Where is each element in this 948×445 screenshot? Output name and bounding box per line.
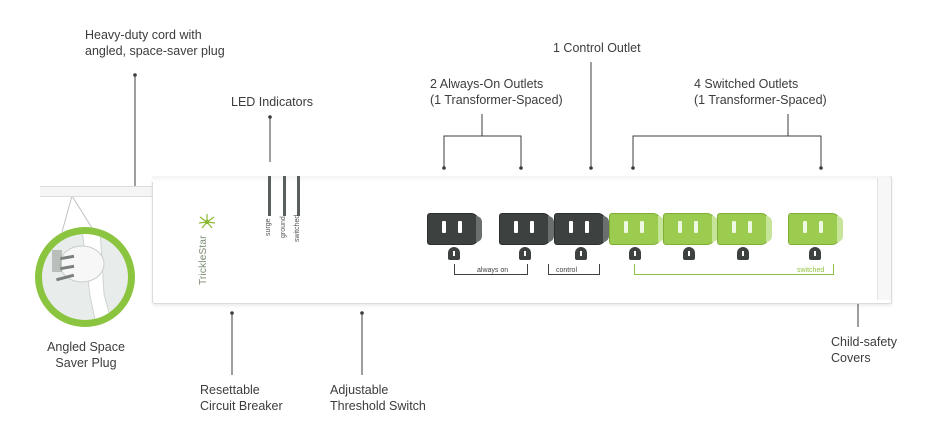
always-on-callout: 2 Always-On Outlets (1 Transformer-Space…: [430, 76, 563, 108]
power-cord: [40, 186, 153, 197]
switched-outlet-3: [717, 213, 772, 245]
ground-hole-icon: [737, 247, 749, 260]
ground-hole-icon: [809, 247, 821, 260]
always-on-group-bracket: [454, 264, 528, 275]
switched-outlet-4: [788, 213, 843, 245]
control-callout: 1 Control Outlet: [553, 40, 641, 56]
threshold-callout-line1: Adjustable: [330, 383, 389, 397]
switched-outlet-1: [609, 213, 664, 245]
led-surge: [268, 176, 271, 216]
ground-hole-icon: [448, 247, 460, 260]
plug-zoom-image: [42, 234, 128, 320]
threshold-callout: Adjustable Threshold Switch: [330, 382, 426, 414]
switched-group-bracket: [634, 264, 834, 275]
plug-callout-line2: Saver Plug: [55, 356, 117, 370]
control-outlet: [554, 213, 609, 245]
ground-hole-icon: [519, 247, 531, 260]
breaker-callout-line1: Resettable: [200, 383, 260, 397]
breaker-callout: Resettable Circuit Breaker: [200, 382, 283, 414]
angled-plug-icon: [52, 234, 112, 320]
breaker-callout-line2: Circuit Breaker: [200, 399, 283, 413]
always-on-outlet-1: [427, 213, 482, 245]
switched-group-label: switched: [795, 267, 827, 274]
ground-hole-icon: [629, 247, 641, 260]
led-switched: [297, 176, 300, 216]
control-callout-line1: 1 Control Outlet: [553, 41, 641, 55]
switched-callout-line1: 4 Switched Outlets: [694, 77, 799, 91]
switched-outlet-2: [663, 213, 718, 245]
plug-callout: Angled Space Saver Plug: [38, 339, 134, 371]
always-on-outlet-2: [499, 213, 554, 245]
threshold-callout-line2: Threshold Switch: [330, 399, 426, 413]
switched-bracket: [632, 135, 822, 168]
ground-hole-icon: [683, 247, 695, 260]
control-group-label: control: [554, 267, 580, 274]
always-on-bracket: [443, 135, 522, 168]
always-on-group-label: always on: [475, 267, 511, 274]
cord-callout: Heavy-duty cord with angled, space-saver…: [85, 27, 225, 59]
cord-callout-line2: angled, space-saver plug: [85, 44, 225, 58]
power-strip-endcap: [877, 178, 891, 300]
led-label-surge: surge: [265, 218, 272, 236]
ground-hole-icon: [575, 247, 587, 260]
led-label-switched: switched: [294, 214, 301, 242]
covers-callout-line2: Covers: [831, 351, 871, 365]
switched-callout-line2: (1 Transformer-Spaced): [694, 93, 827, 107]
led-label-ground: ground: [280, 216, 287, 238]
always-on-callout-line2: (1 Transformer-Spaced): [430, 93, 563, 107]
led-ground: [283, 176, 286, 216]
cord-callout-line1: Heavy-duty cord with: [85, 28, 202, 42]
switched-callout: 4 Switched Outlets (1 Transformer-Spaced…: [694, 76, 827, 108]
led-callout: LED Indicators: [231, 94, 313, 110]
power-strip-top-edge: [152, 176, 890, 182]
plug-callout-line1: Angled Space: [47, 340, 125, 354]
control-group-bracket: [548, 264, 600, 275]
always-on-callout-line1: 2 Always-On Outlets: [430, 77, 544, 91]
brand-name: TrickleStar: [198, 235, 209, 285]
covers-callout-line1: Child-safety: [831, 335, 897, 349]
tricklestar-logo-icon: [198, 214, 216, 229]
led-callout-line1: LED Indicators: [231, 95, 313, 109]
covers-callout: Child-safety Covers: [831, 334, 897, 366]
